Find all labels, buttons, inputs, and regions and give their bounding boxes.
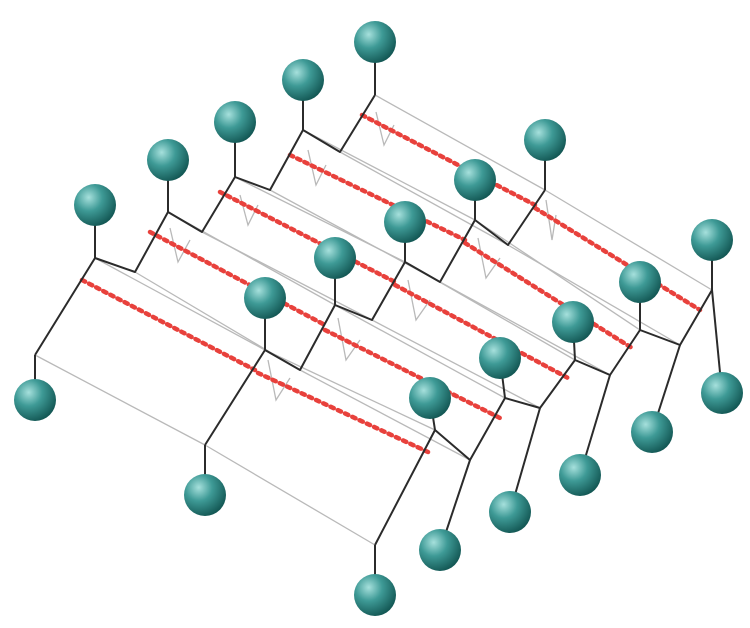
hydrogen-bond-dots xyxy=(79,277,258,373)
teal-ball-icon xyxy=(524,119,566,161)
hydrogen-bond-dots xyxy=(217,189,398,285)
hydrogen-bond-dots xyxy=(392,282,571,381)
hydrogen-bond-dots xyxy=(462,240,635,351)
teal-ball-icon xyxy=(701,372,743,414)
teal-ball-icon xyxy=(691,219,733,261)
teal-ball-icon xyxy=(479,337,521,379)
hidden-edge xyxy=(544,189,713,291)
hidden-backbone-edges xyxy=(34,94,713,546)
teal-ball-icon xyxy=(489,491,531,533)
hydrogen-bond-dots xyxy=(255,370,431,455)
teal-ball-icon xyxy=(314,237,356,279)
hidden-edge xyxy=(34,354,206,446)
hidden-v-tick xyxy=(545,199,557,241)
teal-ball-icon xyxy=(282,59,324,101)
teal-ball-icon xyxy=(419,529,461,571)
hidden-edge xyxy=(474,219,641,331)
backbone-strand xyxy=(204,189,546,446)
hydrogen-bond-dots xyxy=(287,152,468,243)
teal-ball-icon xyxy=(619,261,661,303)
hidden-edge xyxy=(339,151,509,246)
hydrogen-bond-dots xyxy=(147,229,328,328)
teal-ball-icon xyxy=(631,411,673,453)
backbone-strand xyxy=(34,94,376,356)
teal-ball-icon xyxy=(559,454,601,496)
hidden-edge xyxy=(334,304,506,399)
backbone-strand xyxy=(374,289,713,546)
hidden-edge xyxy=(302,129,476,221)
teal-ball-icon xyxy=(384,201,426,243)
hidden-edge xyxy=(264,349,436,431)
teal-ball-icon xyxy=(552,301,594,343)
teal-ball-icon xyxy=(354,21,396,63)
hidden-edge xyxy=(204,444,376,546)
hidden-edge xyxy=(94,257,266,351)
teal-ball-icon xyxy=(184,474,226,516)
hidden-edge xyxy=(374,94,546,191)
backbone-chains xyxy=(34,94,713,546)
hydrogen-bond-dots xyxy=(359,112,538,208)
teal-ball-icon xyxy=(354,574,396,616)
teal-ball-icon xyxy=(74,184,116,226)
hydrogen-bond-dots xyxy=(322,327,503,421)
teal-ball-icon xyxy=(454,159,496,201)
teal-ball-icon xyxy=(214,101,256,143)
hidden-v-tick xyxy=(169,227,191,264)
teal-ball-icon xyxy=(147,139,189,181)
side-chain-spheres xyxy=(14,21,743,616)
hydrogen-bond-dots xyxy=(532,205,703,313)
hydrogen-bonds xyxy=(79,112,703,455)
hidden-edge xyxy=(299,369,471,461)
teal-ball-icon xyxy=(14,379,56,421)
teal-ball-icon xyxy=(409,377,451,419)
teal-ball-icon xyxy=(244,277,286,319)
hidden-edge xyxy=(371,319,541,409)
hidden-edge xyxy=(439,281,611,376)
hidden-edge xyxy=(234,176,406,263)
